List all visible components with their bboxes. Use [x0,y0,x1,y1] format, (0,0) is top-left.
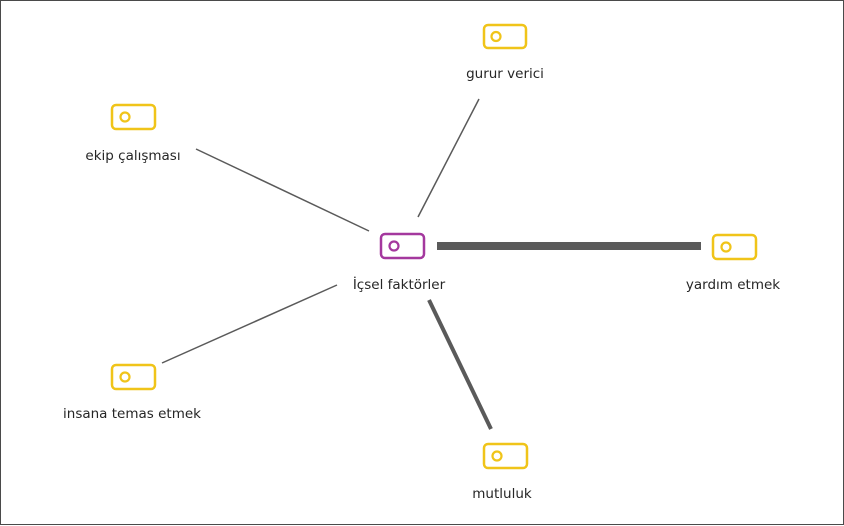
node-label-gurur-verici: gurur verici [466,66,544,82]
center-node-label: İçsel faktörler [353,275,446,293]
tag-icon-mutluluk[interactable] [482,442,529,470]
node-label-ekip-calismasi: ekip çalışması [85,148,180,164]
edge-mutluluk [427,299,493,430]
node-label-insana-temas-etmek: insana temas etmek [63,406,201,422]
tag-icon-gurur-verici[interactable] [482,23,528,50]
tag-icon-ekip-calismasi[interactable] [110,103,157,131]
edge-insana-temas-etmek [161,284,338,364]
node-label-mutluluk: mutluluk [472,486,532,502]
tag-icon-insana-temas-etmek[interactable] [110,363,157,391]
edge-ekip-calismasi [195,148,370,232]
node-label-yardim-etmek: yardım etmek [686,277,780,293]
tag-icon-center[interactable] [379,232,426,260]
tag-icon-yardim-etmek[interactable] [711,233,758,261]
edge-gurur-verici [417,98,480,218]
